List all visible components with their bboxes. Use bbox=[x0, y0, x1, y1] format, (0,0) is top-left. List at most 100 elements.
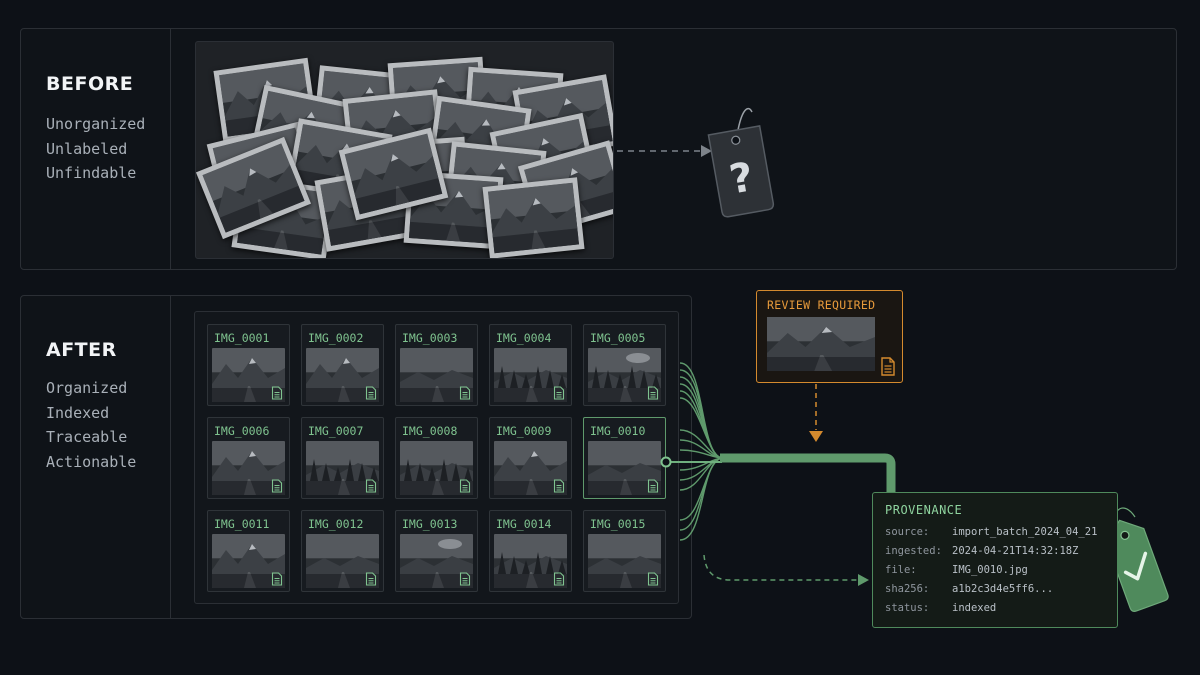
image-tile-label: IMG_0007 bbox=[308, 424, 364, 438]
image-tile-label: IMG_0011 bbox=[214, 517, 270, 531]
image-tile-label: IMG_0015 bbox=[590, 517, 646, 531]
provenance-value: indexed bbox=[952, 602, 997, 614]
after-line: Traceable bbox=[46, 428, 128, 446]
loose-photo bbox=[482, 177, 585, 258]
provenance-key: source: bbox=[885, 526, 930, 538]
image-tile-label: IMG_0009 bbox=[496, 424, 552, 438]
image-tile[interactable]: IMG_0010 bbox=[583, 417, 666, 499]
provenance-row: status: indexed bbox=[885, 602, 996, 614]
image-tile-label: IMG_0010 bbox=[590, 424, 646, 438]
document-icon bbox=[271, 386, 283, 400]
document-icon bbox=[647, 386, 659, 400]
provenance-value: import_batch_2024_04_21 bbox=[952, 526, 1098, 538]
document-icon bbox=[647, 572, 659, 586]
document-icon bbox=[271, 479, 283, 493]
unorganized-photo-pile bbox=[195, 41, 614, 259]
provenance-value: IMG_0010.jpg bbox=[952, 564, 1028, 576]
image-tile[interactable]: IMG_0012 bbox=[301, 510, 384, 592]
image-tile-label: IMG_0013 bbox=[402, 517, 458, 531]
image-thumbnail bbox=[400, 441, 473, 495]
image-tile-label: IMG_0008 bbox=[402, 424, 458, 438]
before-lines: Unorganized Unlabeled Unfindable bbox=[46, 112, 145, 186]
document-icon bbox=[553, 572, 565, 586]
before-title: BEFORE bbox=[46, 73, 134, 95]
provenance-title: PROVENANCE bbox=[885, 503, 963, 517]
image-tile-label: IMG_0002 bbox=[308, 331, 364, 345]
after-line: Indexed bbox=[46, 403, 110, 422]
provenance-arrow bbox=[703, 554, 858, 581]
image-tile[interactable]: IMG_0003 bbox=[395, 324, 478, 406]
document-icon bbox=[647, 479, 659, 493]
image-tile[interactable]: IMG_0013 bbox=[395, 510, 478, 592]
after-line: Organized bbox=[46, 379, 128, 397]
review-arrow-head bbox=[809, 431, 823, 442]
document-icon bbox=[553, 479, 565, 493]
image-tile[interactable]: IMG_0007 bbox=[301, 417, 384, 499]
image-thumbnail bbox=[306, 441, 379, 495]
provenance-key: file: bbox=[885, 564, 917, 576]
before-sidebar: BEFORE Unorganized Unlabeled Unfindable bbox=[21, 29, 171, 269]
provenance-row: sha256: a1b2c3d4e5ff6... bbox=[885, 583, 1053, 595]
provenance-key: status: bbox=[885, 602, 930, 614]
image-tile[interactable]: IMG_0011 bbox=[207, 510, 290, 592]
image-thumbnail bbox=[306, 348, 379, 402]
image-tile-label: IMG_0004 bbox=[496, 331, 552, 345]
image-thumbnail bbox=[588, 534, 661, 588]
before-line: Unlabeled bbox=[46, 139, 128, 158]
image-thumbnail bbox=[400, 534, 473, 588]
provenance-row: ingested: 2024-04-21T14:32:18Z bbox=[885, 545, 1078, 557]
image-thumbnail bbox=[212, 348, 285, 402]
provenance-arrow-head bbox=[858, 574, 869, 586]
image-tile[interactable]: IMG_0005 bbox=[583, 324, 666, 406]
after-line: Actionable bbox=[46, 452, 137, 471]
provenance-row: file: IMG_0010.jpg bbox=[885, 564, 1028, 576]
check-tag-string bbox=[1114, 507, 1136, 524]
image-tile[interactable]: IMG_0006 bbox=[207, 417, 290, 499]
document-icon bbox=[365, 479, 377, 493]
after-lines: Organized Indexed Traceable Actionable bbox=[46, 376, 136, 474]
image-tile-label: IMG_0014 bbox=[496, 517, 552, 531]
image-tile-label: IMG_0003 bbox=[402, 331, 458, 345]
document-icon bbox=[553, 386, 565, 400]
review-title: REVIEW REQUIRED bbox=[767, 298, 876, 312]
image-tile-label: IMG_0001 bbox=[214, 331, 270, 345]
loose-photo bbox=[338, 127, 449, 221]
image-tile[interactable]: IMG_0001 bbox=[207, 324, 290, 406]
document-icon bbox=[365, 572, 377, 586]
review-thumbnail bbox=[767, 317, 875, 371]
image-tile-label: IMG_0012 bbox=[308, 517, 364, 531]
document-icon bbox=[881, 357, 895, 376]
indexed-image-grid: IMG_0001 IMG_0002 IMG_0003 IMG_0004 IMG_0005… bbox=[194, 311, 679, 604]
document-icon bbox=[365, 386, 377, 400]
document-icon bbox=[459, 572, 471, 586]
provenance-row: source: import_batch_2024_04_21 bbox=[885, 526, 1097, 538]
provenance-key: ingested: bbox=[885, 545, 942, 557]
image-tile[interactable]: IMG_0004 bbox=[489, 324, 572, 406]
image-thumbnail bbox=[494, 534, 567, 588]
image-tile[interactable]: IMG_0014 bbox=[489, 510, 572, 592]
document-icon bbox=[459, 479, 471, 493]
review-required-box: REVIEW REQUIRED bbox=[756, 290, 903, 383]
image-thumbnail bbox=[494, 441, 567, 495]
loose-photo bbox=[196, 136, 312, 240]
image-tile[interactable]: IMG_0008 bbox=[395, 417, 478, 499]
before-line: Unorganized bbox=[46, 115, 146, 133]
image-tile-label: IMG_0006 bbox=[214, 424, 270, 438]
provenance-key: sha256: bbox=[885, 583, 930, 595]
image-thumbnail bbox=[306, 534, 379, 588]
after-sidebar: AFTER Organized Indexed Traceable Action… bbox=[21, 296, 171, 618]
image-thumbnail bbox=[588, 441, 661, 495]
image-tile[interactable]: IMG_0002 bbox=[301, 324, 384, 406]
image-tile[interactable]: IMG_0015 bbox=[583, 510, 666, 592]
before-line: Unfindable bbox=[46, 164, 137, 182]
provenance-value: 2024-04-21T14:32:18Z bbox=[952, 545, 1079, 557]
image-thumbnail bbox=[400, 348, 473, 402]
image-thumbnail bbox=[588, 348, 661, 402]
provenance-panel: PROVENANCE source: import_batch_2024_04_2… bbox=[872, 492, 1118, 628]
image-tile[interactable]: IMG_0009 bbox=[489, 417, 572, 499]
image-tile-label: IMG_0005 bbox=[590, 331, 646, 345]
document-icon bbox=[459, 386, 471, 400]
provenance-value: a1b2c3d4e5ff6... bbox=[952, 583, 1054, 595]
image-thumbnail bbox=[212, 534, 285, 588]
main-bus bbox=[720, 453, 896, 492]
